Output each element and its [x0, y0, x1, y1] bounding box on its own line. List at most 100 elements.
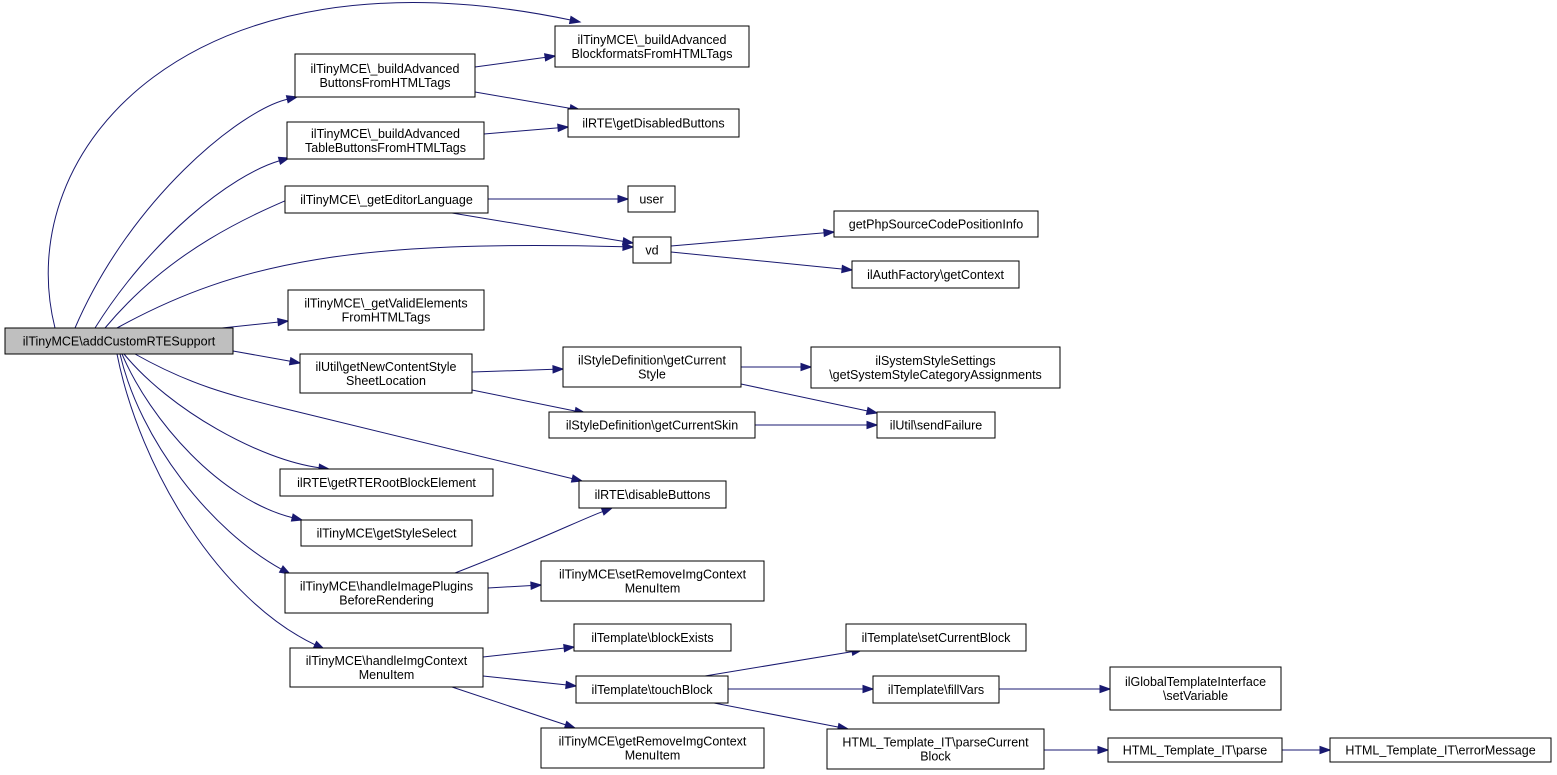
arrowhead-icon: [865, 406, 879, 415]
node-label: ilTinyMCE\getStyleSelect: [317, 527, 457, 541]
node-box: [810, 346, 1061, 389]
node-babf[interactable]: ilTinyMCE\_buildAdvancedBlockformatsFrom…: [554, 25, 750, 68]
node-box: [876, 411, 996, 439]
node-grrbe[interactable]: ilRTE\getRTERootBlockElement: [279, 468, 494, 497]
node-vd[interactable]: vd: [632, 236, 672, 264]
edge-ttb-to-tfv: [728, 684, 875, 694]
node-label: MenuItem: [625, 749, 681, 763]
node-label: ilRTE\getRTERootBlockElement: [297, 476, 476, 490]
edge-sdgcs-to-usf: [740, 383, 879, 415]
node-rdb[interactable]: ilRTE\disableButtons: [578, 480, 727, 509]
node-afgc[interactable]: ilAuthFactory\getContext: [851, 260, 1020, 289]
node-label: SheetLocation: [346, 374, 426, 388]
arrowhead-icon: [544, 53, 557, 62]
node-label: ilTinyMCE\addCustomRTESupport: [23, 335, 216, 349]
edge-line: [221, 321, 280, 329]
node-bab[interactable]: ilTinyMCE\_buildAdvancedButtonsFromHTMLT…: [294, 53, 476, 98]
node-gel[interactable]: ilTinyMCE\_getEditorLanguage: [284, 185, 489, 214]
node-tbe[interactable]: ilTemplate\blockExists: [573, 623, 732, 652]
node-box: [632, 236, 672, 264]
edge-hipbr-to-rdb: [454, 507, 614, 574]
node-label: ilGlobalTemplateInterface: [1125, 675, 1266, 689]
node-tscb[interactable]: ilTemplate\setCurrentBlock: [845, 623, 1027, 652]
arrowhead-icon: [277, 156, 291, 166]
node-ttb[interactable]: ilTemplate\touchBlock: [575, 675, 729, 704]
edge-line: [121, 353, 294, 519]
node-gdb[interactable]: ilRTE\getDisabledButtons: [567, 108, 740, 138]
node-box: [284, 572, 489, 614]
node-box: [627, 185, 676, 213]
edge-sdgck-to-usf: [755, 420, 879, 430]
node-box: [1107, 737, 1283, 763]
edge-vd-to-gpscpi: [670, 228, 836, 247]
nodes-layer: ilTinyMCE\addCustomRTESupport ilTinyMCE\_…: [4, 25, 1552, 770]
edge-line: [74, 98, 289, 329]
node-label: MenuItem: [625, 582, 681, 596]
edge-root-to-batb: [94, 156, 291, 329]
edge-vd-to-afgc: [670, 251, 854, 274]
edge-root-to-bab: [74, 95, 299, 329]
node-gss[interactable]: ilTinyMCE\getStyleSelect: [300, 519, 473, 547]
arrowhead-icon: [866, 420, 879, 430]
node-label: ilUtil\sendFailure: [890, 419, 982, 433]
edge-hicm-to-tbe: [482, 643, 576, 658]
node-box: [289, 647, 484, 688]
edge-line: [94, 160, 281, 329]
edge-ttb-to-tscb: [704, 647, 864, 677]
node-box: [1329, 737, 1552, 763]
edge-line: [116, 245, 625, 329]
node-box: [845, 623, 1027, 652]
node-label: user: [639, 193, 663, 207]
arrowhead-icon: [277, 317, 290, 327]
node-hipbr[interactable]: ilTinyMCE\handleImagePluginsBeforeRender…: [284, 572, 489, 614]
node-user[interactable]: user: [627, 185, 676, 213]
node-gpscpi[interactable]: getPhpSourceCodePositionInfo: [833, 210, 1039, 238]
node-htp[interactable]: HTML_Template_IT\parse: [1107, 737, 1283, 763]
node-gtisv[interactable]: ilGlobalTemplateInterface\setVariable: [1109, 666, 1282, 711]
node-label: HTML_Template_IT\parse: [1123, 744, 1268, 758]
node-label: ilTinyMCE\_getEditorLanguage: [300, 193, 473, 207]
arrowhead-icon: [800, 362, 813, 372]
node-box: [851, 260, 1020, 289]
edge-root-to-babf: [47, 2, 582, 329]
edge-gel-to-user: [488, 194, 630, 204]
node-label: FromHTMLTags: [342, 311, 431, 325]
node-label: vd: [645, 244, 658, 258]
node-label: ilStyleDefinition\getCurrentSkin: [566, 419, 738, 433]
node-usf[interactable]: ilUtil\sendFailure: [876, 411, 996, 439]
node-box: [1109, 666, 1282, 711]
arrowhead-icon: [290, 513, 304, 522]
node-label: HTML_Template_IT\parseCurrent: [842, 736, 1029, 750]
edge-ttb-to-htpcb: [713, 702, 850, 732]
node-sss[interactable]: ilSystemStyleSettings\getSystemStyleCate…: [810, 346, 1061, 389]
node-batb[interactable]: ilTinyMCE\_buildAdvancedTableButtonsFrom…: [286, 121, 485, 160]
node-box: [562, 346, 742, 388]
arrowhead-icon: [570, 474, 584, 483]
node-htem[interactable]: HTML_Template_IT\errorMessage: [1329, 737, 1552, 763]
node-box: [286, 121, 485, 160]
arrowhead-icon: [622, 242, 635, 251]
node-box: [540, 560, 765, 602]
node-label: ilRTE\disableButtons: [595, 488, 711, 502]
node-label: ilTinyMCE\getRemoveImgContext: [559, 735, 747, 749]
node-box: [548, 411, 756, 439]
node-box: [567, 108, 740, 138]
node-box: [300, 519, 473, 547]
node-box: [826, 728, 1045, 770]
node-root[interactable]: ilTinyMCE\addCustomRTESupport: [4, 327, 234, 355]
node-tfv[interactable]: ilTemplate\fillVars: [872, 675, 1000, 704]
edge-line: [474, 91, 572, 109]
edge-hicm-to-ttb: [482, 675, 578, 690]
node-box: [284, 185, 489, 214]
arrowhead-icon: [285, 95, 299, 104]
arrowhead-icon: [841, 264, 854, 274]
node-sdgck[interactable]: ilStyleDefinition\getCurrentSkin: [548, 411, 756, 439]
